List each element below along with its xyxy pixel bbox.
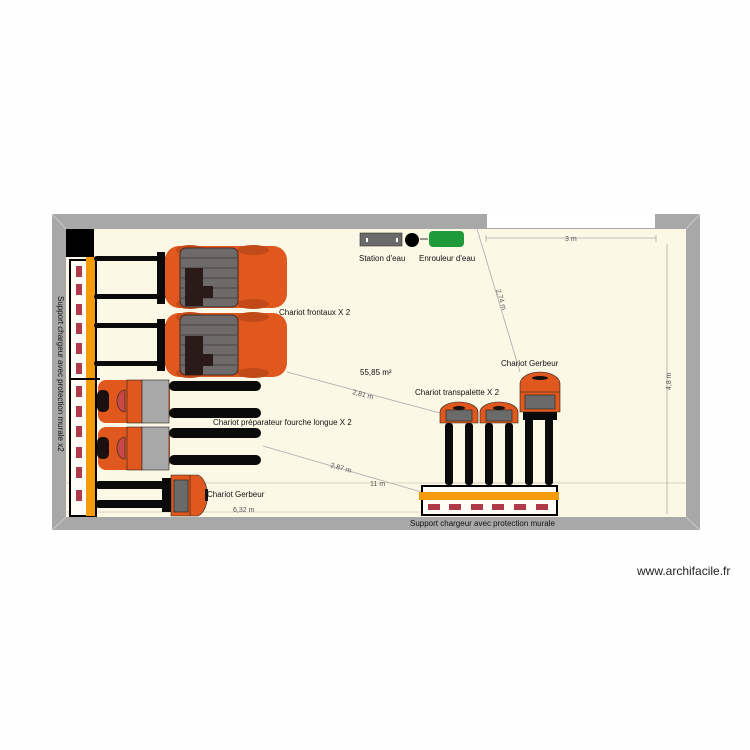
- dim-bottom-left: 6,32 m: [233, 507, 255, 514]
- label-preparateur: Chariot préparateur fourche longue X 2: [213, 418, 352, 427]
- water-station: [359, 232, 419, 247]
- label-left-support: Support chargeur avec protection murale …: [56, 296, 65, 452]
- dim-inner-length: 11 m: [370, 481, 385, 488]
- chariot-frontal-2: [94, 312, 287, 378]
- chariot-gerbeur-right: [519, 371, 561, 485]
- label-gerbeur-right: Chariot Gerbeur: [501, 359, 559, 368]
- pillar: [66, 229, 94, 257]
- chariot-gerbeur-left: [95, 474, 208, 517]
- water-hose-reel: [420, 231, 464, 247]
- label-station-eau: Station d'eau: [359, 254, 405, 263]
- left-charger-support: [69, 257, 100, 517]
- chariot-preparateur-1: [97, 379, 261, 424]
- label-frontaux: Chariot frontaux X 2: [279, 308, 351, 317]
- label-bottom-support: Support chargeur avec protection murale: [410, 519, 556, 528]
- credit-text: www.archifacile.fr: [637, 564, 731, 578]
- chariot-preparateur-2: [97, 426, 261, 471]
- label-enrouleur-eau: Enrouleur d'eau: [419, 254, 475, 263]
- chariot-transpalette-2: [479, 401, 519, 485]
- dim-right-height: 4,8 m: [666, 372, 673, 390]
- label-gerbeur-left: Chariot Gerbeur: [207, 490, 265, 499]
- dimension-lines: [262, 228, 668, 514]
- area-label: 55,85 m²: [360, 368, 392, 377]
- bottom-charger-support: [419, 485, 559, 516]
- dim-top-width: 3 m: [565, 236, 577, 243]
- chariot-transpalette-1: [439, 401, 479, 485]
- chariot-frontal-1: [94, 245, 287, 309]
- door-opening: [487, 214, 655, 228]
- label-transpalette: Chariot transpalette X 2: [415, 388, 500, 397]
